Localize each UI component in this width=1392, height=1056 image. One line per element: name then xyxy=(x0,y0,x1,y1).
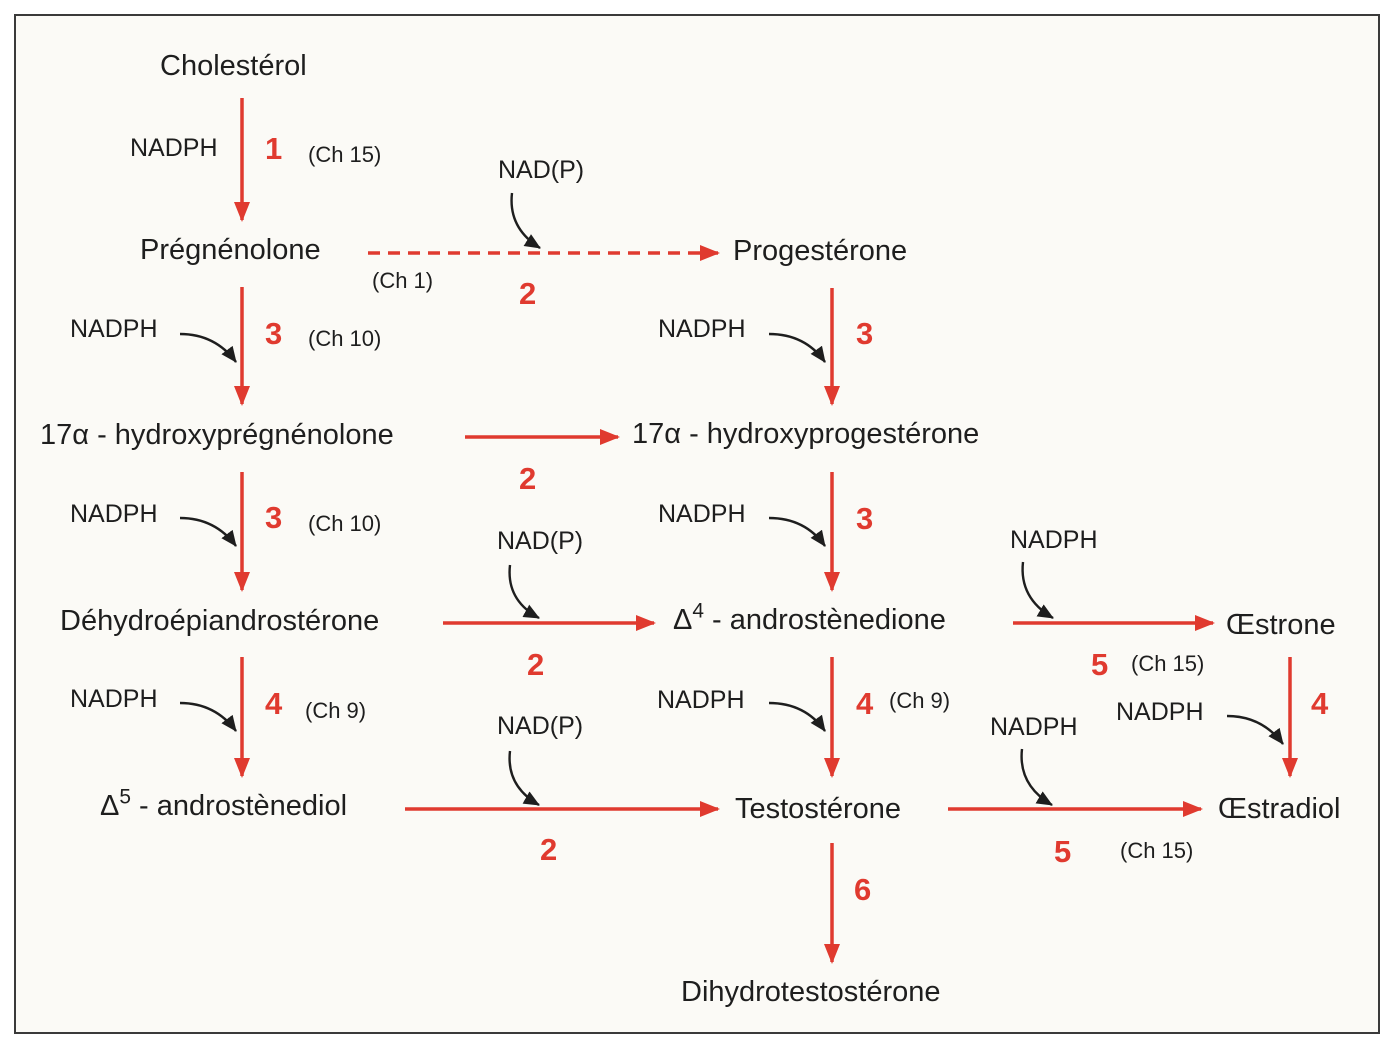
step-number: 4 xyxy=(265,686,283,721)
step-number: 5 xyxy=(1054,834,1072,869)
chromosome-label: (Ch 10) xyxy=(308,511,382,536)
cofactor-nadph: NADPH xyxy=(70,500,158,528)
compound-androstenedione: Δ4 - androstènedione xyxy=(673,601,946,636)
cofactor-arrow-nadph-7 xyxy=(768,701,826,732)
step-number: 5 xyxy=(1091,647,1109,682)
cofactor-nadph: NADPH xyxy=(658,500,746,528)
step-number: 6 xyxy=(854,872,872,907)
compound-androstenediol: Δ5 - androstènediol xyxy=(100,787,348,822)
step-number: 4 xyxy=(1311,686,1329,721)
cofactor-nadph: NADPH xyxy=(1010,526,1098,554)
chromosome-label: (Ch 9) xyxy=(889,688,951,713)
compound-estrone: Œstrone xyxy=(1226,609,1336,641)
cofactor-nadph: NADPH xyxy=(70,685,158,713)
cofactor-arrow-nadp-1 xyxy=(510,192,541,250)
cofactor-nadph: NADPH xyxy=(70,315,158,343)
step-number: 2 xyxy=(527,647,545,682)
cofactor-nadp: NAD(P) xyxy=(497,712,584,740)
compound-name: - androstènediol xyxy=(131,790,348,822)
cofactor-arrow-nadph-1 xyxy=(179,332,237,363)
compound-progesterone: Progestérone xyxy=(733,235,908,267)
compound-name: - androstènedione xyxy=(704,604,946,636)
cofactor-nadph: NADPH xyxy=(657,686,745,714)
chromosome-label: (Ch 10) xyxy=(308,326,382,351)
step-number: 3 xyxy=(856,501,874,536)
chromosome-label: (Ch 1) xyxy=(372,268,434,293)
cofactor-nadph: NADPH xyxy=(990,713,1078,741)
compound-17a-hydroxypregnenolone: 17α - hydroxyprégnénolone xyxy=(40,419,394,451)
cofactor-nadph: NADPH xyxy=(1116,698,1204,726)
compound-estradiol: Œstradiol xyxy=(1218,793,1341,825)
compound-testosterone: Testostérone xyxy=(735,793,902,825)
chromosome-label: (Ch 15) xyxy=(1131,651,1205,676)
cofactor-arrow-nadph-4 xyxy=(768,516,826,547)
cofactor-nadph: NADPH xyxy=(130,134,218,162)
step-number: 3 xyxy=(265,500,283,535)
cofactor-arrow-nadph-2 xyxy=(768,332,826,363)
compound-cholesterol: Cholestérol xyxy=(160,50,307,82)
cofactor-arrow-nadp-2 xyxy=(508,564,540,620)
cofactor-arrow-nadph-9 xyxy=(1020,748,1053,807)
delta-symbol: Δ xyxy=(673,604,693,636)
step-number: 2 xyxy=(540,832,558,867)
chromosome-label: (Ch 9) xyxy=(305,698,367,723)
step-number: 1 xyxy=(265,131,283,166)
step-number: 3 xyxy=(265,316,283,351)
delta-symbol: Δ xyxy=(100,790,120,822)
chromosome-label: (Ch 15) xyxy=(1120,838,1194,863)
chromosome-label: (Ch 15) xyxy=(308,142,382,167)
step-number: 2 xyxy=(519,276,537,311)
step-number: 2 xyxy=(519,461,537,496)
cofactor-arrow-nadph-6 xyxy=(179,701,237,732)
compound-dihydrotestosterone: Dihydrotestostérone xyxy=(681,976,941,1008)
cofactor-arrow-nadph-8 xyxy=(1226,714,1284,745)
delta-superscript: 5 xyxy=(119,785,131,809)
compound-17a-hydroxyprogesterone: 17α - hydroxyprogestérone xyxy=(632,418,980,450)
step-number: 3 xyxy=(856,316,874,351)
cofactor-nadp: NAD(P) xyxy=(498,156,585,184)
step-number: 4 xyxy=(856,686,874,721)
cofactor-nadp: NAD(P) xyxy=(497,527,584,555)
delta-superscript: 4 xyxy=(692,599,704,623)
compound-pregnenolone: Prégnénolone xyxy=(140,234,321,266)
cofactor-arrow-nadph-5 xyxy=(1021,561,1054,620)
cofactor-nadph: NADPH xyxy=(658,315,746,343)
cofactor-arrow-nadp-3 xyxy=(508,750,540,807)
compound-dhea: Déhydroépiandrostérone xyxy=(60,605,380,637)
cofactor-arrow-nadph-3 xyxy=(179,516,237,547)
